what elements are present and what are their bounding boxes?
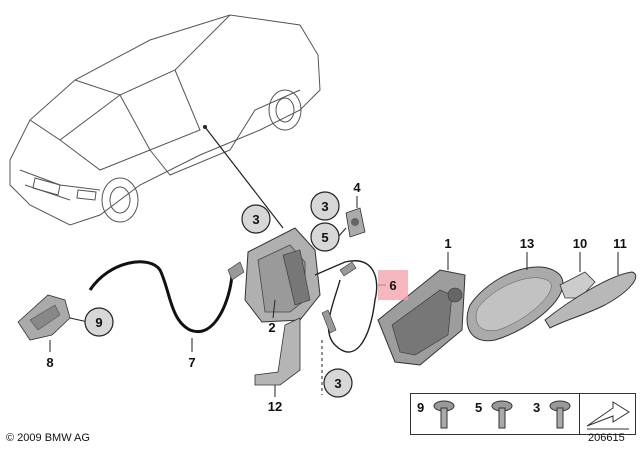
handle-carrier-part-1 xyxy=(377,269,466,366)
legend-number-3: 3 xyxy=(533,400,541,415)
part-number-6: 6 xyxy=(389,278,396,293)
part-number-12: 12 xyxy=(268,399,282,414)
bracket-part-12 xyxy=(254,317,301,386)
screw-icon-5 xyxy=(491,400,513,429)
part-number-8: 8 xyxy=(46,355,53,370)
callout-5: 5 xyxy=(310,222,340,252)
svg-text:5: 5 xyxy=(321,230,328,245)
callout-9: 9 xyxy=(84,307,114,337)
screw-legend: 9 5 3 xyxy=(410,393,636,435)
leader-line xyxy=(204,126,284,229)
svg-text:3: 3 xyxy=(252,212,259,227)
bracket-part xyxy=(345,207,366,238)
leader-lines xyxy=(49,196,619,397)
part-number-11: 11 xyxy=(613,236,627,251)
lock-bracket-part-8 xyxy=(17,294,71,341)
highlight-box-6 xyxy=(378,270,408,300)
callout-3c: 3 xyxy=(323,368,353,398)
cable-part-7 xyxy=(88,260,234,334)
cap-part-10 xyxy=(559,271,596,299)
door-lock-part xyxy=(244,227,321,323)
door-handle-part-11 xyxy=(544,271,637,329)
part-number-13: 13 xyxy=(520,236,534,251)
arrow-icon xyxy=(586,401,630,430)
callout-3a: 3 xyxy=(241,204,271,234)
legend-number-5: 5 xyxy=(475,400,483,415)
screw-icon-3 xyxy=(549,400,571,429)
part-number-7: 7 xyxy=(188,355,195,370)
callout-3b: 3 xyxy=(310,191,340,221)
car-outline xyxy=(9,14,321,226)
part-number-2: 2 xyxy=(268,320,275,335)
diagram-number: 206615 xyxy=(588,432,625,444)
legend-number-9: 9 xyxy=(417,400,425,415)
svg-text:9: 9 xyxy=(95,315,102,330)
svg-text:3: 3 xyxy=(334,376,341,391)
svg-text:3: 3 xyxy=(321,199,328,214)
part-number-10: 10 xyxy=(573,236,587,251)
copyright-text: © 2009 BMW AG xyxy=(6,432,90,444)
screw-icon-9 xyxy=(433,400,455,429)
part-number-4: 4 xyxy=(353,180,361,195)
part-number-1: 1 xyxy=(444,236,451,251)
